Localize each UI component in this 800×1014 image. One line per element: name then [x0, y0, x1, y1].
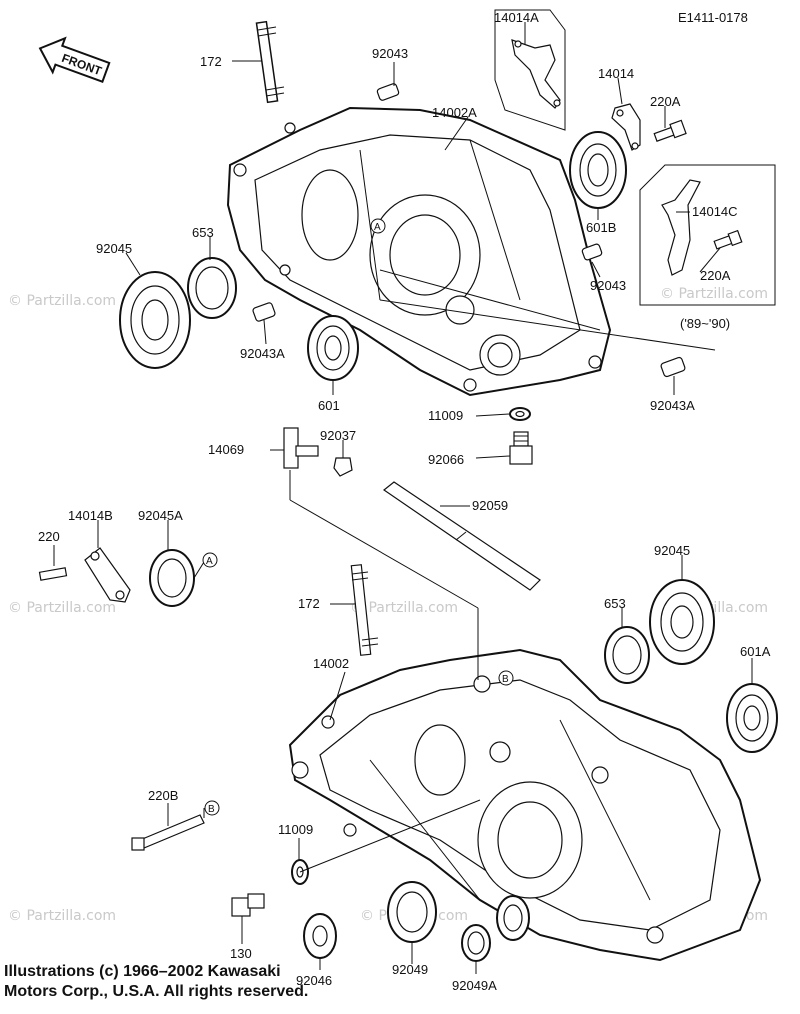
part-label-92059: 92059	[472, 498, 508, 513]
part-label-14014c: 14014C	[692, 204, 738, 219]
watermark-6: © Partzilla.com	[8, 908, 116, 924]
diagram-code: E1411-0178	[678, 10, 748, 25]
seal-small-lower	[496, 895, 530, 941]
clamp-92037	[333, 457, 353, 477]
hose-92059	[382, 481, 541, 591]
leader-lines	[53, 22, 753, 974]
ref-a-lower: A	[206, 556, 213, 567]
part-label-220a: 220A	[700, 268, 731, 283]
dowel-92043-right	[581, 243, 603, 261]
part-label-92046: 92046	[296, 973, 332, 988]
watermark-1: © Partzilla.com	[8, 293, 116, 309]
bracket-14014b	[84, 547, 131, 603]
part-label-601a: 601A	[740, 644, 771, 659]
bracket-14014c-box	[639, 164, 776, 306]
washer-11009-upper	[509, 407, 531, 421]
part-label-92049: 92049	[392, 962, 428, 977]
watermark-9: © Partzilla.com	[660, 286, 768, 302]
part-label-220: 220	[38, 529, 60, 544]
part-label-11009: 11009	[428, 408, 463, 423]
bracket-14014a	[494, 9, 566, 131]
part-label-92043: 92043	[590, 278, 626, 293]
dowel-92043a-right	[660, 356, 686, 378]
seal-653-lower	[604, 626, 650, 684]
part-label-653: 653	[192, 225, 214, 240]
part-label-14002: 14002	[313, 656, 349, 671]
fitting-14069	[283, 427, 319, 469]
bolt-130	[231, 893, 265, 917]
part-label-14069: 14069	[208, 442, 244, 457]
seal-92049	[387, 881, 437, 943]
bracket-14014	[611, 103, 641, 151]
part-label-14002a: 14002A	[432, 105, 477, 120]
seal-92049a	[461, 924, 491, 962]
bolt-220a-top	[653, 119, 687, 142]
part-label-92049a: 92049A	[452, 978, 497, 993]
seal-92045a	[149, 549, 195, 607]
credit-line-1: Illustrations (c) 1966–2002 Kawasaki	[4, 963, 281, 980]
ref-b-case: B	[502, 674, 509, 685]
front-arrow-icon: FRONT	[38, 36, 111, 83]
part-label-130: 130	[230, 946, 252, 961]
part-label-92043a: 92043A	[650, 398, 695, 413]
watermark-3: © Partzilla.com	[8, 600, 116, 616]
bolt-220b	[131, 814, 205, 851]
part-label-220b: 220B	[148, 788, 178, 803]
part-label-172: 172	[200, 54, 222, 69]
part-label-92043: 92043	[372, 46, 408, 61]
part-label-92037: 92037	[320, 428, 356, 443]
dowel-92043a-left	[252, 302, 276, 322]
part-label-14014: 14014	[598, 66, 634, 81]
stud-172-upper	[255, 20, 285, 104]
bearing-92045-upper	[119, 271, 191, 369]
credit-line-2: Motors Corp., U.S.A. All rights reserved…	[4, 983, 309, 1000]
bearing-601b	[569, 131, 627, 209]
part-label-601b: 601B	[586, 220, 616, 235]
part-label-92045: 92045	[654, 543, 690, 558]
bearing-601a	[726, 683, 778, 753]
seal-653-upper	[187, 257, 237, 319]
plug-92066	[509, 431, 533, 465]
part-label-92045a: 92045A	[138, 508, 183, 523]
stud-172-lower	[350, 564, 379, 656]
part-label-653: 653	[604, 596, 626, 611]
part-label-92066: 92066	[428, 452, 464, 467]
crankcase-lower	[288, 648, 762, 962]
bearing-92045-lower	[649, 579, 715, 665]
part-label-92045: 92045	[96, 241, 132, 256]
part-label-172: 172	[298, 596, 320, 611]
year-note: ('89~'90)	[680, 316, 730, 331]
part-label-220a: 220A	[650, 94, 681, 109]
ref-a-upper: A	[374, 222, 381, 233]
part-label-92043a: 92043A	[240, 346, 285, 361]
part-label-11009: 11009	[278, 822, 313, 837]
collar-92046	[303, 913, 337, 959]
dowel-92043-top	[376, 83, 400, 101]
ref-b-bolt: B	[208, 804, 215, 815]
crankcase-upper	[226, 106, 612, 397]
part-label-601: 601	[318, 398, 340, 413]
watermark-4: © Partzilla.com	[350, 600, 458, 616]
bearing-601	[307, 315, 359, 381]
part-label-14014a: 14014A	[494, 10, 539, 25]
ref-markers: A A B B	[202, 218, 514, 816]
bolt-220	[38, 567, 68, 581]
part-label-14014b: 14014B	[68, 508, 113, 523]
part-labels: 1729204314014A14002A14014220A14014C220A9…	[38, 10, 771, 993]
copyright-credit: Illustrations (c) 1966–2002 Kawasaki Mot…	[4, 962, 424, 1002]
